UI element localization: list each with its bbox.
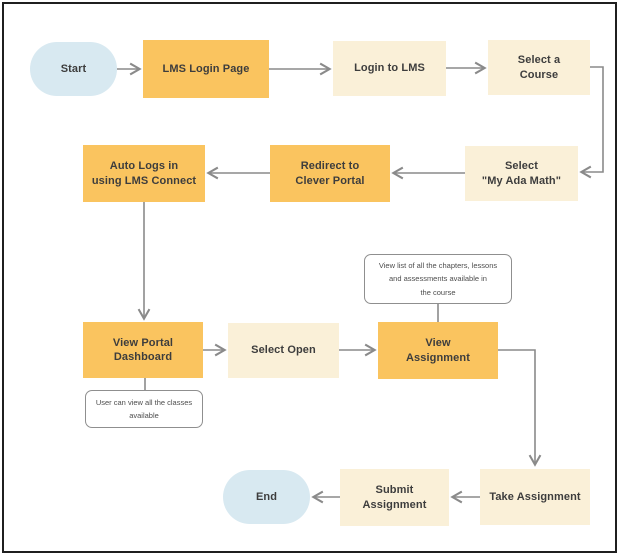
node-select-a-course: Select a Course [488,40,590,95]
annotation-chapters-note: View list of all the chapters, lessons a… [364,254,512,304]
node-start: Start [30,42,117,96]
node-submit-assignment: Submit Assignment [340,469,449,526]
diagram-frame [2,2,617,553]
annotation-classes-note: User can view all the classes available [85,390,203,428]
node-auto-logs-in-using-lms-connect: Auto Logs in using LMS Connect [83,145,205,202]
node-login-to-lms: Login to LMS [333,41,446,96]
node-view-assignment: View Assignment [378,322,498,379]
node-select-my-ada-math: Select "My Ada Math" [465,146,578,201]
node-lms-login-page: LMS Login Page [143,40,269,98]
node-take-assignment: Take Assignment [480,469,590,525]
node-view-portal-dashboard: View Portal Dashboard [83,322,203,378]
node-redirect-to-clever-portal: Redirect to Clever Portal [270,145,390,202]
node-select-open: Select Open [228,323,339,378]
node-end: End [223,470,310,524]
